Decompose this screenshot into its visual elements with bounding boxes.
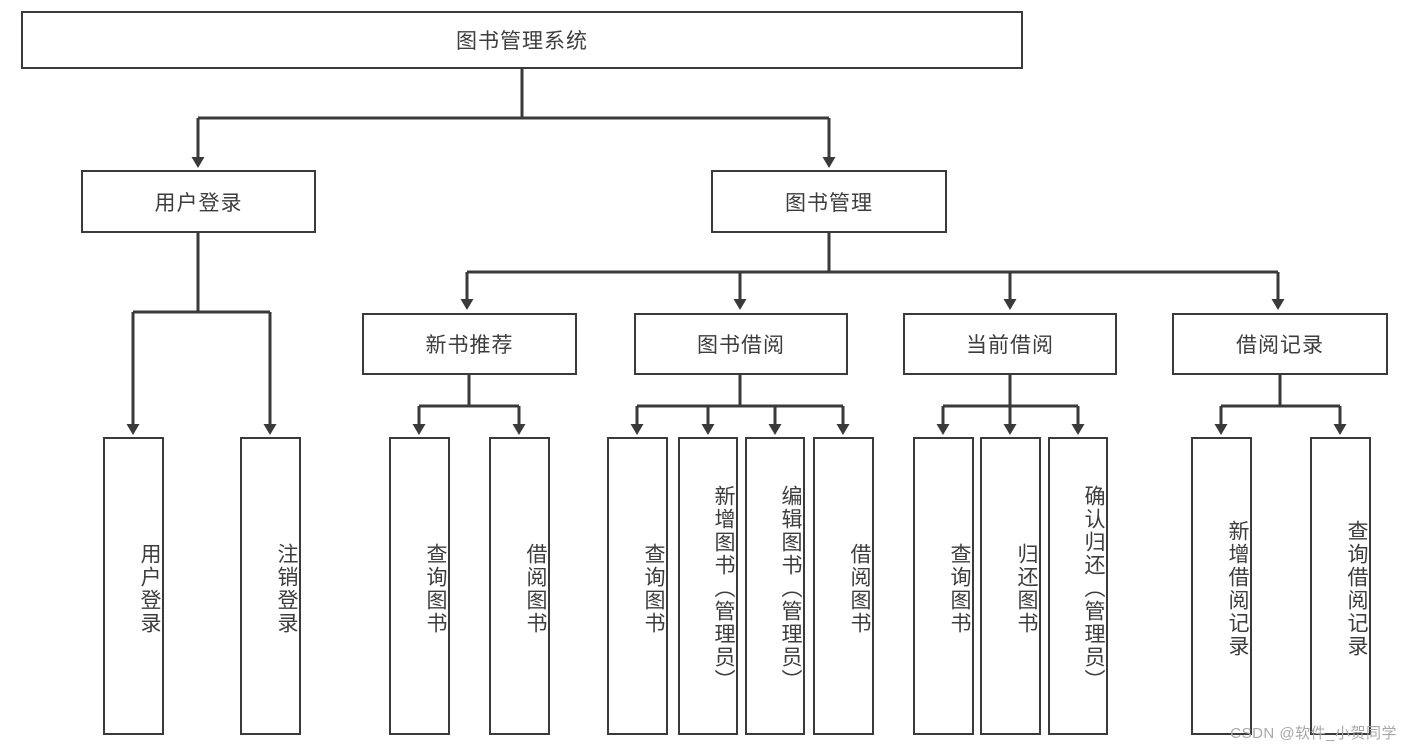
leaf-borrow-edit-book-admin[interactable]: 编辑图书（管理员） [745,437,805,735]
leaf-record-add-record[interactable]: 新增借阅记录 [1191,437,1252,735]
node-book-management[interactable]: 图书管理 [711,170,947,233]
leaf-borrow-add-book-admin[interactable]: 新增图书（管理员） [678,437,738,735]
leaf-recommend-borrow-book[interactable]: 借阅图书 [489,437,550,735]
node-borrow-record[interactable]: 借阅记录 [1172,313,1388,375]
node-root-system[interactable]: 图书管理系统 [21,11,1023,69]
leaf-user-login[interactable]: 用户登录 [103,437,164,735]
leaf-recommend-query-book[interactable]: 查询图书 [389,437,450,735]
leaf-current-return-book[interactable]: 归还图书 [980,437,1041,735]
leaf-user-logout[interactable]: 注销登录 [240,437,301,735]
leaf-borrow-borrow-book[interactable]: 借阅图书 [813,437,874,735]
csdn-watermark: CSDN @软件_小贺同学 [1230,725,1397,742]
node-new-book-recommend[interactable]: 新书推荐 [362,313,577,375]
node-current-borrow[interactable]: 当前借阅 [903,313,1117,375]
leaf-borrow-query-book[interactable]: 查询图书 [607,437,668,735]
node-book-borrow[interactable]: 图书借阅 [634,313,848,375]
leaf-current-query-book[interactable]: 查询图书 [913,437,974,735]
leaf-current-confirm-return-admin[interactable]: 确认归还（管理员） [1048,437,1108,735]
leaf-record-query-record[interactable]: 查询借阅记录 [1310,437,1371,735]
node-user-login[interactable]: 用户登录 [81,170,316,233]
